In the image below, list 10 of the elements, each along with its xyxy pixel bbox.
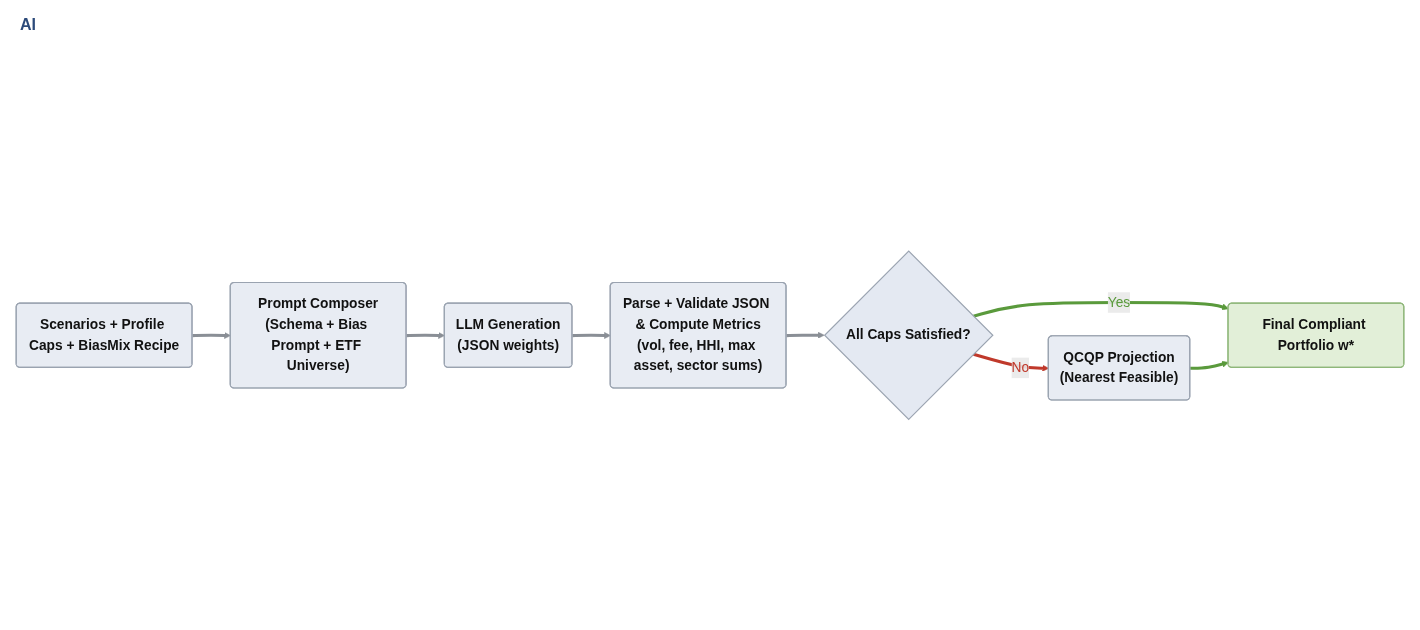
arrow (973, 300, 1229, 318)
arrow (572, 331, 611, 339)
arrow (406, 331, 445, 339)
edge-label: No (1011, 359, 1030, 375)
edge-label: Yes (1107, 294, 1131, 310)
node-diamond: All Caps Satisfied? (823, 250, 994, 420)
arrow (192, 331, 231, 339)
arrow (1190, 360, 1229, 370)
arrow (786, 331, 825, 339)
icon-text: AI (20, 16, 36, 33)
